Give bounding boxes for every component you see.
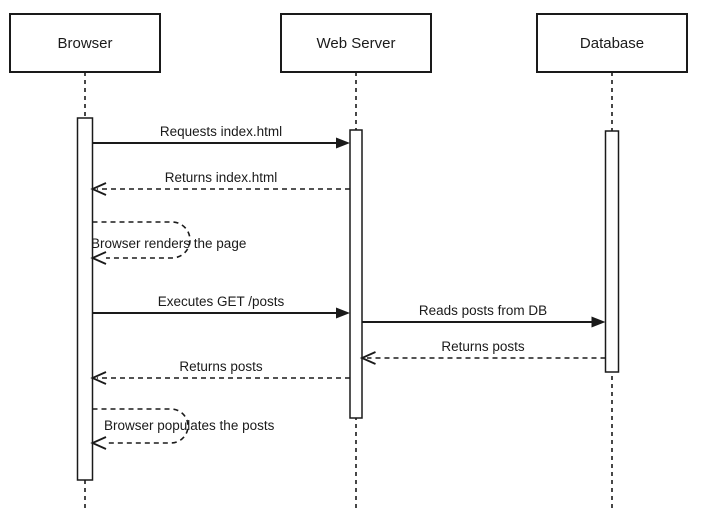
message-reads-posts-from-db-label: Reads posts from DB	[419, 303, 547, 318]
message-returns-posts-db: Returns posts	[359, 339, 606, 365]
participant-web-server-box	[280, 13, 432, 73]
message-requests-index-html: Requests index.html	[92, 124, 350, 149]
participant-web-server-label: Web Server	[317, 35, 396, 52]
message-returns-posts-ws-label: Returns posts	[179, 359, 263, 374]
message-executes-get-posts: Executes GET /posts	[92, 294, 350, 319]
participant-browser: Browser	[9, 13, 161, 73]
self-message-browser-renders-page-path	[92, 221, 191, 259]
web-server-activation-bar	[349, 129, 363, 419]
browser-activation-bar	[76, 117, 94, 481]
self-message-browser-populates-posts-label: Browser populates the posts	[104, 418, 275, 433]
database-activation-bar	[604, 130, 620, 373]
message-returns-posts-ws-arrowhead	[90, 371, 107, 385]
message-requests-index-html-label: Requests index.html	[160, 124, 282, 139]
message-executes-get-posts-label: Executes GET /posts	[158, 294, 285, 309]
message-executes-get-posts-arrowhead	[336, 307, 350, 319]
message-returns-index-html: Returns index.html	[90, 170, 350, 196]
message-reads-posts-from-db: Reads posts from DB	[362, 303, 606, 328]
message-returns-index-html-arrowhead	[90, 182, 107, 196]
participant-browser-label: Browser	[57, 35, 112, 52]
self-message-browser-populates-posts: Browser populates the posts	[90, 408, 275, 450]
message-reads-posts-from-db-arrowhead	[591, 316, 606, 328]
self-message-browser-renders-page-label: Browser renders the page	[91, 236, 246, 251]
participant-database-box	[536, 13, 688, 73]
participant-database-label: Database	[580, 35, 644, 52]
self-message-browser-populates-posts-path	[92, 408, 189, 444]
participant-web-server: Web Server	[280, 13, 432, 73]
participant-database: Database	[536, 13, 688, 73]
message-returns-posts-db-arrowhead	[359, 351, 376, 365]
message-returns-posts-db-label: Returns posts	[441, 339, 525, 354]
message-returns-index-html-label: Returns index.html	[165, 170, 278, 185]
self-message-browser-populates-posts-arrowhead	[90, 436, 107, 450]
message-returns-posts-ws: Returns posts	[90, 359, 350, 385]
participant-browser-box	[9, 13, 161, 73]
message-requests-index-html-arrowhead	[336, 137, 350, 149]
self-message-browser-renders-page-arrowhead	[90, 251, 107, 265]
self-message-browser-renders-page: Browser renders the page	[90, 221, 246, 265]
